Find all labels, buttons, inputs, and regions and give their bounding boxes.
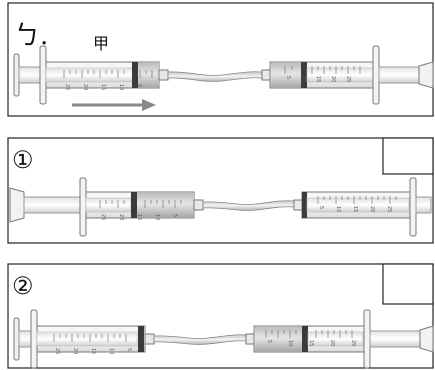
tubing [167,71,263,82]
nozzle [144,333,155,345]
plunger-thumb-rest [9,187,25,223]
plunger-seal [138,326,144,352]
scale-numeral: 10 [287,340,293,346]
nozzle [245,333,255,345]
barrel-scale [63,70,153,78]
scale-numeral: 5 [126,348,132,351]
scale-numeral: 5 [172,214,178,217]
plunger-shaft [45,67,135,83]
scale-numeral: 20 [118,214,124,220]
scale-numeral: 15 [352,206,358,212]
scale-numeral: 25 [64,84,70,90]
panel-label: ① [12,146,34,174]
scale-numeral: 5 [266,340,272,343]
left-syringe [13,45,169,105]
gas-volume [137,63,159,87]
panel-one: ① [7,137,434,244]
answer-box [382,263,434,305]
scale-numeral: 15 [100,84,106,90]
plunger-rod [369,330,421,348]
panel-frame [7,263,434,369]
panel-top: ㄅ. 甲 [7,2,434,117]
right-syringe [245,309,434,369]
panel-frame [7,137,434,244]
nozzle [193,199,204,211]
scale-numeral: 5 [136,84,142,87]
barrel-scale [99,200,182,208]
scale-numeral: 25 [345,76,351,82]
plunger-seal [302,192,307,218]
barrel-flange [409,177,417,237]
scale-numeral: 20 [369,206,375,212]
nozzle [158,69,169,81]
panel-two: ② [7,263,434,369]
gas-volume [271,63,301,87]
plunger-seal [301,62,307,88]
barrel-scale [284,66,361,74]
plunger-thumb-rest [418,61,434,89]
barrel-flange [30,309,38,369]
scale-numeral: 10 [154,214,160,220]
panel-frame [7,2,434,117]
barrel-flange [79,177,87,237]
tubing [202,200,295,211]
scale-numeral: 15 [90,348,96,354]
nozzle [261,69,271,81]
right-syringe [293,177,432,237]
scale-numeral: 10 [335,206,341,212]
syringe-label-jia: 甲 [93,34,109,53]
nozzle [293,199,303,211]
scale-numeral: 10 [108,348,114,354]
plunger-shaft [306,197,410,213]
gas-volume [137,193,194,217]
plunger-seal [131,192,137,218]
scale-numeral: 5 [318,206,324,209]
plunger-shaft [36,331,138,347]
plunger-seal [132,62,138,88]
plunger-thumb-rest [13,53,20,97]
scale-numeral: 20 [72,348,78,354]
scale-numeral: 5 [285,76,291,79]
push-arrow [72,99,156,111]
scale-numeral: 15 [308,340,314,346]
scale-numeral: 25 [386,206,392,212]
scale-numeral: 20 [330,76,336,82]
panel-label: ② [12,272,34,300]
scale-numeral: 20 [82,84,88,90]
left-syringe [9,177,204,237]
plunger-seal [302,326,308,352]
scale-numeral: 10 [300,76,306,82]
barrel-scale [265,330,353,338]
gas-volume [255,327,302,351]
barrel-flange [363,309,371,369]
plunger-rod [23,196,81,214]
scale-numeral: 20 [329,340,335,346]
barrel-flange [39,45,47,105]
barrel-flange [372,45,380,105]
scale-numeral: 25 [100,214,106,220]
plunger-rod [378,66,420,84]
scale-numeral: 15 [315,76,321,82]
left-syringe [13,309,155,369]
scale-numeral: 10 [118,84,124,90]
scale-numeral: 15 [136,214,142,220]
plunger-thumb-rest [13,317,20,361]
tubing [153,334,247,345]
plunger-rod [415,196,432,214]
plunger-shaft [307,331,364,347]
barrel-scale [53,334,127,342]
scale-numerals: 25 20 15 10 5 5 10 15 20 25 25 20 15 10 5 5 10 15 20 25 25 20… [54,76,392,354]
answer-box [382,137,434,175]
plunger-thumb-rest [419,325,434,353]
barrel-scale [317,196,397,204]
scale-numeral: 25 [350,340,356,346]
right-syringe [261,45,434,105]
scale-numeral: 25 [54,348,60,354]
